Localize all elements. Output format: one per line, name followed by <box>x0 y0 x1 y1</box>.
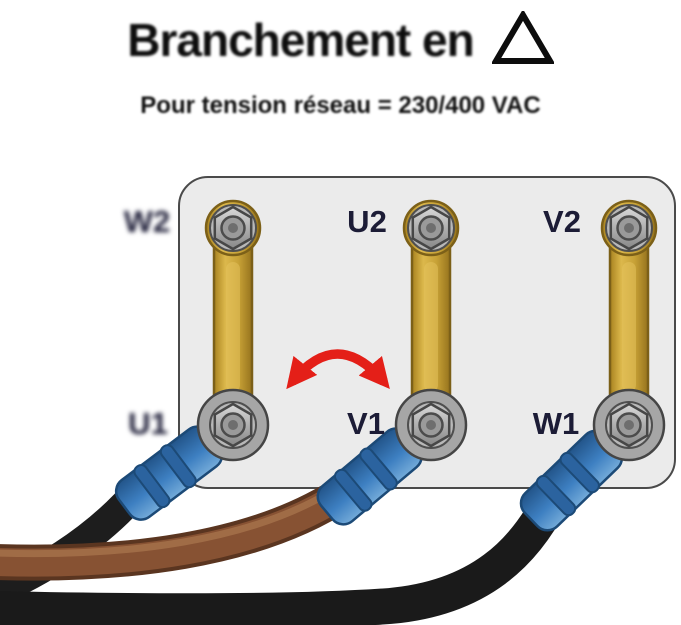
wire-v1-brown <box>0 474 363 581</box>
wire-w1-black <box>0 480 570 625</box>
terminal-w1 <box>592 388 666 462</box>
terminal-u2 <box>406 203 456 253</box>
terminal-w2 <box>208 203 258 253</box>
terminal-label-v1: V1 <box>347 406 385 441</box>
terminal-label-w2: W2 <box>123 204 171 239</box>
lug-sleeve-u1 <box>114 425 224 521</box>
terminal-label-u2: U2 <box>347 204 387 239</box>
terminal-label-u1: U1 <box>128 406 168 441</box>
subtitle: Pour tension réseau = 230/400 VAC <box>140 92 541 119</box>
swap-direction-arrow <box>286 349 390 390</box>
page-title: Branchement en <box>127 14 474 66</box>
terminal-label-v2: V2 <box>543 204 581 239</box>
title-row: Branchement en <box>0 8 681 72</box>
terminal-label-w1: W1 <box>532 406 580 441</box>
delta-triangle-icon <box>491 11 554 64</box>
terminal-v1 <box>394 388 468 462</box>
terminal-u1 <box>196 388 270 462</box>
terminal-v2 <box>604 203 654 253</box>
delta-triangle-shape <box>491 11 554 64</box>
